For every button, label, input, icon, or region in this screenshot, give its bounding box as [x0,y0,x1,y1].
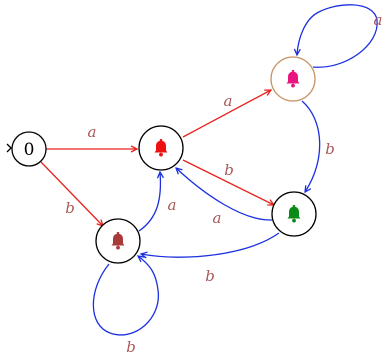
transition-label: b [126,338,136,354]
transition-label: a [168,196,177,214]
transition-q2-q2: a [297,4,383,68]
state-q3 [271,191,317,237]
state-q4 [95,218,141,264]
transition-q2-q3: b [301,100,335,192]
transition-q1-q2: a [182,90,271,138]
transition-q4-q4: b [92,256,159,354]
state-q0: 0 [11,131,47,167]
state-q1 [138,125,184,171]
transition-label: b [325,140,335,158]
transition-label: a [213,209,222,227]
transition-label: b [205,267,215,285]
state-label: 0 [24,140,35,160]
transition-label: a [88,123,97,141]
transition-label: b [65,199,75,217]
transition-q3-q4: b [141,232,280,285]
initial-state-arrow [6,143,12,153]
transition-label: a [224,92,233,110]
transition-label: a [374,11,383,29]
transition-q3-q1: a [176,168,273,227]
transition-label: b [224,161,234,179]
transition-q4-q1: a [138,172,177,232]
transition-q0-q1: a [46,123,137,149]
transition-q0-q4: b [40,161,103,226]
transition-q1-q3: b [182,159,274,205]
state-q2 [270,56,316,102]
